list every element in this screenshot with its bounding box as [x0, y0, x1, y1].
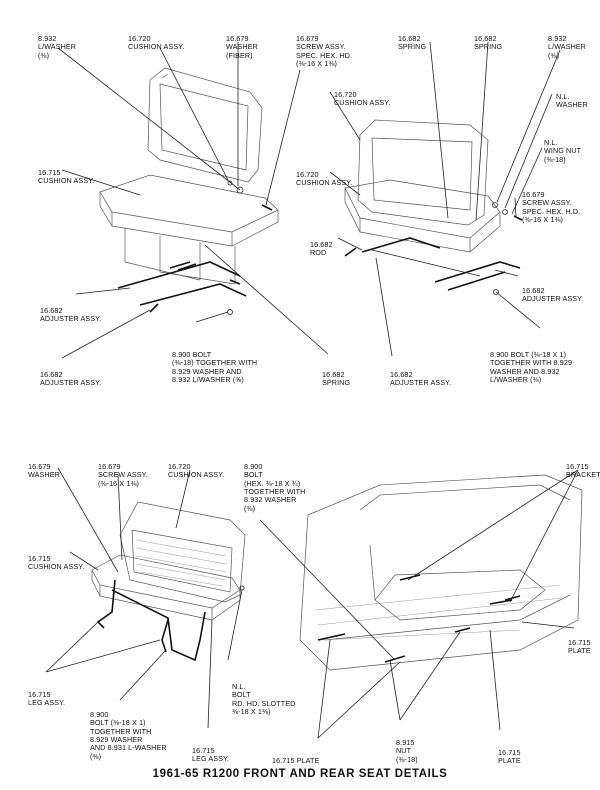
callout-fr-bolt: 8.900 BOLT (⅜-18 x 1)TOGETHER WITH 8.929…: [490, 349, 573, 385]
callout-fr-nl-washer: N.L.WASHER: [556, 91, 588, 110]
front-right-seat-drawing: [344, 119, 523, 295]
leader-lines: [45, 41, 579, 739]
callout-fr-wing-nut: N.L.WING NUT(⅜-18): [544, 137, 582, 164]
front-left-seat-drawing: [99, 67, 279, 315]
rear-left-seat-drawing: [91, 501, 246, 662]
figure-caption: 1961-65 R1200 FRONT AND REAR SEAT DETAIL…: [152, 768, 448, 780]
rear-right-seat-drawing: [299, 474, 583, 671]
callout-rr-plate-left: 16.715 PLATE: [272, 755, 320, 765]
